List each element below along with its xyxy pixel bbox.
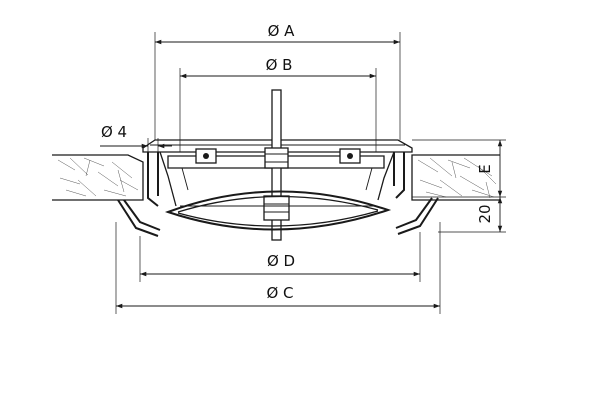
frame-flange — [117, 139, 439, 237]
ceiling-left — [52, 154, 144, 201]
label-dia-4: Ø 4 — [101, 123, 127, 141]
valve-disc — [164, 190, 392, 231]
label-dim-20: 20 — [476, 204, 494, 223]
label-dia-c: Ø C — [266, 284, 293, 302]
label-dia-d: Ø D — [267, 252, 295, 270]
label-dia-a: Ø A — [268, 22, 296, 40]
mounting-bracket — [167, 148, 385, 191]
dim-line-4 — [100, 138, 172, 152]
center-spindle — [263, 89, 290, 241]
ceiling-right — [411, 154, 500, 201]
extension-lines — [115, 32, 506, 314]
label-dia-b: Ø B — [266, 56, 293, 74]
label-dim-e: E — [476, 164, 494, 173]
